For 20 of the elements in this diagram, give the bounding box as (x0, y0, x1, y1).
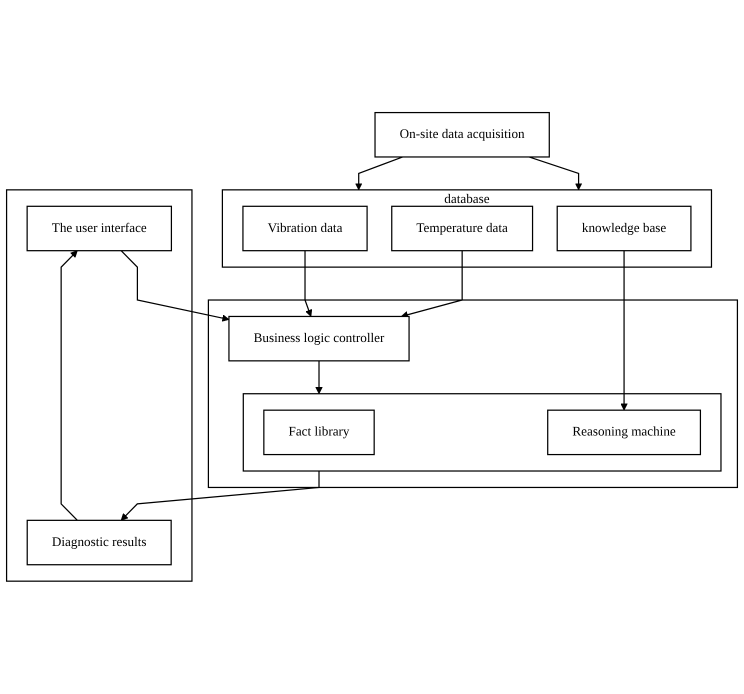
arrow (304, 250, 312, 317)
node-box: Vibration data (242, 206, 368, 252)
node-box: The user interface (26, 206, 172, 252)
cluster (208, 300, 738, 488)
node-box: Reasoning machine (547, 410, 702, 456)
arrow (60, 250, 78, 521)
node-box: Diagnostic results (26, 520, 172, 566)
arrow (620, 250, 628, 411)
arrow (400, 250, 463, 318)
node-box: Business logic controller (228, 316, 410, 362)
arrow (355, 156, 403, 190)
node-box: knowledge base (556, 206, 692, 252)
arrow (315, 360, 323, 394)
cluster (6, 189, 193, 582)
arrow (120, 471, 320, 521)
node-box: On-site data acquisition (374, 112, 550, 158)
arrow (120, 250, 230, 322)
cluster (242, 393, 722, 472)
node-box: Temperature data (391, 206, 534, 252)
node-box: Fact library (263, 410, 375, 456)
